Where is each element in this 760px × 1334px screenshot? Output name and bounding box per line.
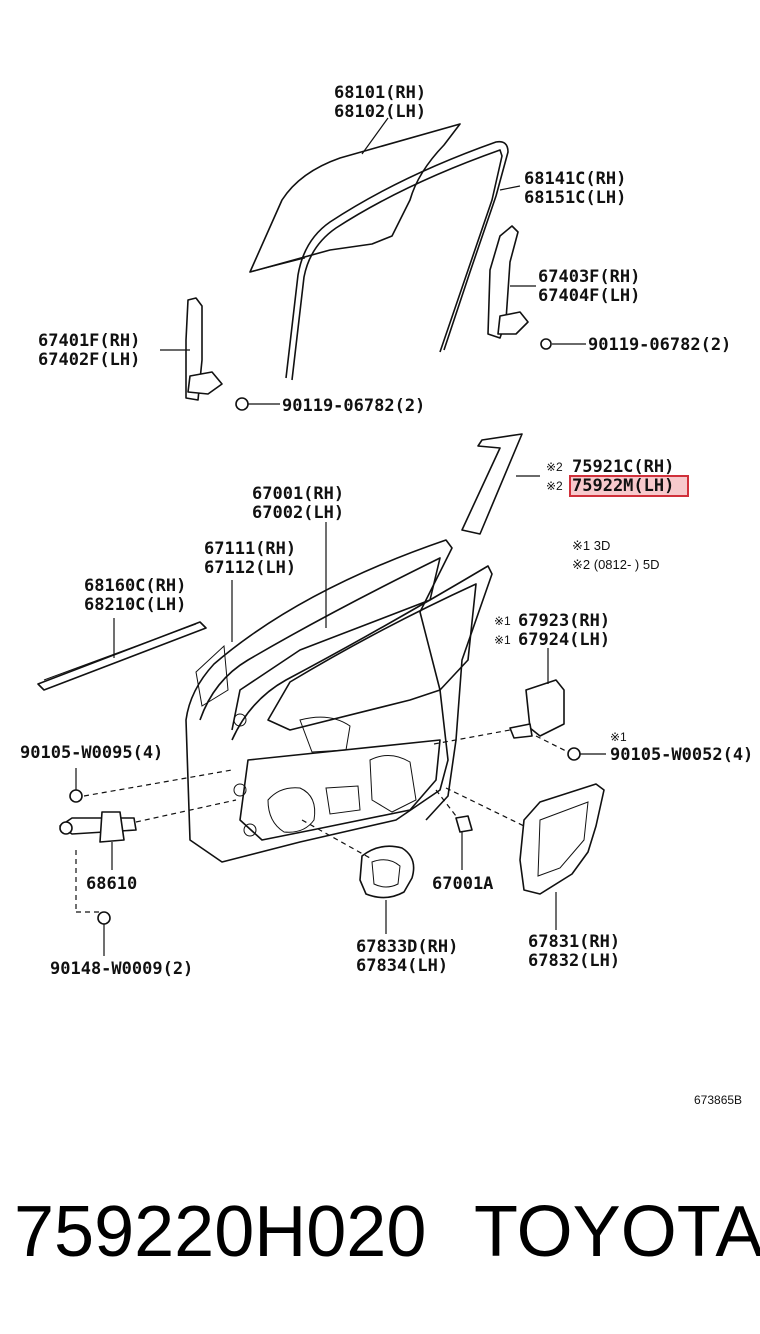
label-screw-front: 90119-06782(2) bbox=[282, 396, 425, 416]
leader-lines bbox=[75, 117, 606, 956]
label-hole-cover-rh: 67833D(RH) bbox=[356, 937, 458, 957]
mark-1-cover-rh: ※1 bbox=[494, 614, 511, 628]
label-screw-bottom: 90148-W0009(2) bbox=[50, 959, 193, 979]
mark-2-tape-rh: ※2 bbox=[546, 460, 563, 474]
label-service-rh: 67831(RH) bbox=[528, 932, 620, 952]
diagram-code: 673865B bbox=[694, 1093, 742, 1107]
door-check bbox=[59, 789, 137, 925]
label-run-rh: 68141C(RH) bbox=[524, 169, 626, 189]
label-check: 68610 bbox=[86, 874, 137, 894]
mark-1-cover-lh: ※1 bbox=[494, 633, 511, 647]
label-rear-channel-lh: 67404F(LH) bbox=[538, 286, 640, 306]
footer-brand: TOYOTA bbox=[474, 1192, 760, 1272]
label-weather-lh: 67112(LH) bbox=[204, 558, 296, 578]
label-run-lh: 68151C(LH) bbox=[524, 188, 626, 208]
hole-cover bbox=[359, 845, 415, 899]
glass-run bbox=[285, 140, 509, 381]
service-hole-cover bbox=[519, 783, 605, 895]
label-cover-lh: 67924(LH) bbox=[518, 630, 610, 650]
label-tape-lh: 75922M(LH) bbox=[572, 476, 674, 496]
door-cover-bracket bbox=[509, 679, 581, 761]
bolt-right-icon bbox=[567, 747, 581, 761]
door-tape bbox=[461, 433, 523, 535]
screw-front-icon bbox=[235, 397, 249, 411]
mark-2-tape-lh: ※2 bbox=[546, 479, 563, 493]
label-weather-rh: 67111(RH) bbox=[204, 539, 296, 559]
label-front-channel-rh: 67401F(RH) bbox=[38, 331, 140, 351]
door-cushion bbox=[455, 815, 473, 833]
front-channel bbox=[185, 297, 249, 411]
screw-bottom-icon bbox=[97, 911, 111, 925]
screw-rear-icon bbox=[540, 338, 552, 350]
label-rear-channel-rh: 67403F(RH) bbox=[538, 267, 640, 287]
label-belt-rh: 68160C(RH) bbox=[84, 576, 186, 596]
belt-moulding bbox=[37, 621, 207, 691]
label-front-channel-lh: 67402F(LH) bbox=[38, 350, 140, 370]
door-panel bbox=[185, 539, 493, 863]
label-service-lh: 67832(LH) bbox=[528, 951, 620, 971]
label-bolt-left: 90105-W0095(4) bbox=[20, 743, 163, 763]
note-1: ※1 3D bbox=[572, 538, 610, 553]
label-hole-cover-lh: 67834(LH) bbox=[356, 956, 448, 976]
note-2: ※2 (0812- ) 5D bbox=[572, 557, 659, 572]
label-door-rh: 67001(RH) bbox=[252, 484, 344, 504]
label-cover-rh: 67923(RH) bbox=[518, 611, 610, 631]
rear-channel bbox=[487, 225, 552, 350]
label-glass-lh: 68102(LH) bbox=[334, 102, 426, 122]
label-cushion: 67001A bbox=[432, 874, 493, 894]
door-glass bbox=[249, 123, 461, 273]
label-glass-rh: 68101(RH) bbox=[334, 83, 426, 103]
mark-1-bolt-right: ※1 bbox=[610, 730, 627, 744]
footer-part-number: 759220H020 bbox=[14, 1192, 426, 1272]
label-screw-rear: 90119-06782(2) bbox=[588, 335, 731, 355]
bolt-left-icon bbox=[69, 789, 83, 803]
label-tape-rh: 75921C(RH) bbox=[572, 457, 674, 477]
label-door-lh: 67002(LH) bbox=[252, 503, 344, 523]
label-bolt-right: 90105-W0052(4) bbox=[610, 745, 753, 765]
highlight-box bbox=[569, 475, 689, 497]
label-belt-lh: 68210C(LH) bbox=[84, 595, 186, 615]
